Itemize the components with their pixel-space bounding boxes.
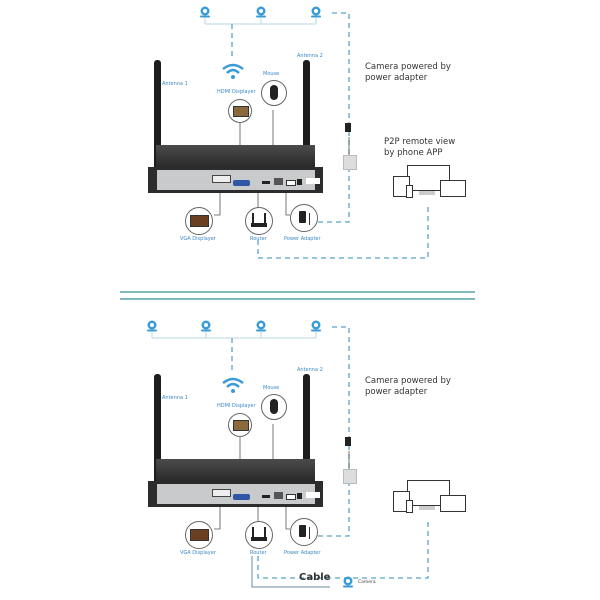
hdmi-label: HDMI Displayer [217, 89, 256, 95]
camera-power-note: Camera powered by power adapter [365, 62, 451, 84]
power-adapter-icon [290, 518, 318, 546]
ip-camera-icon [310, 6, 322, 18]
note-line: Camera powered by [365, 376, 451, 386]
note-line: Camera powered by [365, 62, 451, 72]
ip-camera-icon [200, 320, 212, 332]
p2p-note: P2P remote view by phone APP [384, 137, 455, 159]
router-icon [245, 207, 273, 235]
note-line: by phone APP [384, 148, 443, 158]
mouse-icon [261, 394, 287, 420]
cable-label: Cable [299, 572, 331, 583]
ip-camera-icon [255, 320, 267, 332]
wall-socket-icon [343, 469, 357, 484]
hdmi-label: HDMI Displayer [217, 403, 256, 409]
mouse-label: Mouse [263, 71, 280, 77]
devices-icon [393, 478, 467, 518]
ip-camera-icon [199, 6, 211, 18]
nvr-device-icon [148, 459, 323, 507]
antenna-icon [154, 60, 161, 182]
antenna-icon [303, 60, 310, 182]
power-plug-icon [345, 437, 351, 446]
router-icon [245, 521, 273, 549]
mouse-label: Mouse [263, 385, 280, 391]
antenna-icon [303, 374, 310, 496]
note-line: power adapter [365, 387, 428, 397]
router-label: Router [250, 550, 267, 556]
power-adapter-label: Power Adapter [284, 550, 321, 556]
ip-camera-icon [310, 320, 322, 332]
monitor-icon [228, 99, 252, 123]
cable-camera-label: Camera [358, 580, 376, 585]
ip-camera-icon [255, 6, 267, 18]
power-adapter-icon [290, 204, 318, 232]
wall-socket-icon [343, 155, 357, 170]
ip-camera-icon [146, 320, 158, 332]
section-divider [120, 298, 475, 300]
power-plug-icon [345, 123, 351, 132]
antenna-1-label: Antenna 1 [162, 81, 188, 87]
vga-label: VGA Displayer [180, 236, 216, 242]
nvr-device-icon [148, 145, 323, 193]
note-line: P2P remote view [384, 137, 456, 147]
vga-label: VGA Displayer [180, 550, 216, 556]
mouse-icon [261, 80, 287, 106]
router-label: Router [250, 236, 267, 242]
antenna-1-label: Antenna 1 [162, 395, 188, 401]
diagram-cable: Antenna 1 Antenna 2 HDMI Displayer Mouse… [0, 300, 600, 600]
power-adapter-label: Power Adapter [284, 236, 321, 242]
antenna-2-label: Antenna 2 [297, 53, 323, 59]
devices-icon [393, 163, 467, 203]
wifi-icon [222, 63, 244, 79]
antenna-icon [154, 374, 161, 496]
ip-camera-icon [342, 576, 354, 588]
monitor-icon [228, 413, 252, 437]
vga-monitor-icon [185, 207, 213, 235]
vga-monitor-icon [185, 521, 213, 549]
camera-power-note: Camera powered by power adapter [365, 376, 451, 398]
note-line: power adapter [365, 73, 428, 83]
wifi-icon [222, 377, 244, 393]
section-divider [120, 291, 475, 293]
diagram-wifi: Antenna 1 Antenna 2 HDMI Displayer Mouse… [0, 0, 600, 280]
antenna-2-label: Antenna 2 [297, 367, 323, 373]
